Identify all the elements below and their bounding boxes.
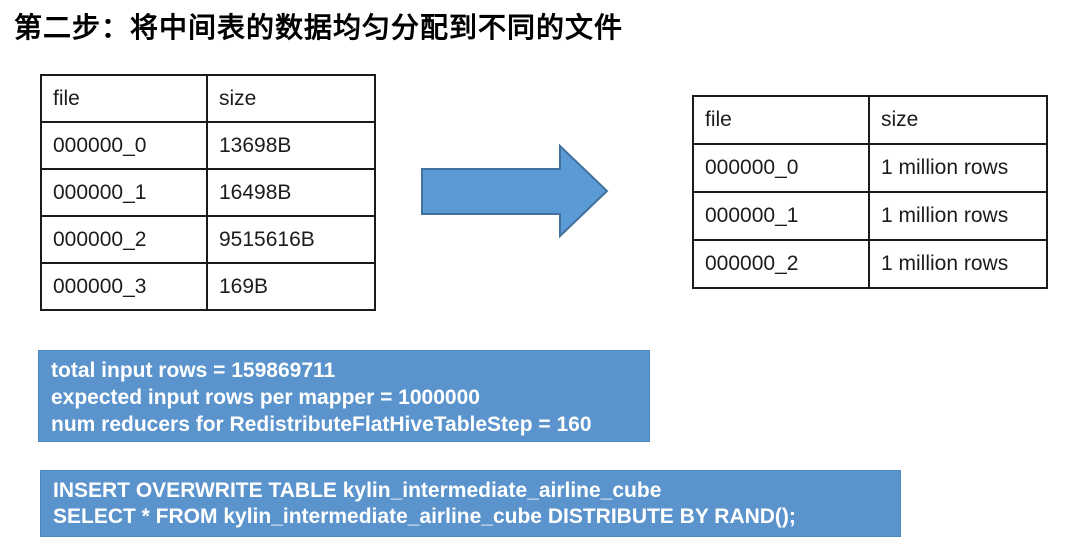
cell-size: 1 million rows: [868, 143, 1048, 193]
sql-line-select: SELECT * FROM kylin_intermediate_airline…: [53, 505, 796, 528]
log-line-num-reducers: num reducers for RedistributeFlatHiveTab…: [51, 413, 592, 436]
log-line-rows-per-mapper: expected input rows per mapper = 1000000: [51, 386, 480, 409]
cell-file: 000000_2: [40, 215, 208, 264]
cell-size: 1 million rows: [868, 191, 1048, 241]
sql-statement-box: INSERT OVERWRITE TABLE kylin_intermediat…: [40, 470, 901, 537]
mapper-log-box: total input rows = 159869711 expected in…: [38, 350, 650, 442]
cell-file: 000000_0: [40, 121, 208, 170]
cell-file: 000000_3: [40, 262, 208, 311]
cell-size: 13698B: [206, 121, 376, 170]
col-header-file: file: [692, 95, 870, 145]
cell-size: 9515616B: [206, 215, 376, 264]
sql-line-insert: INSERT OVERWRITE TABLE kylin_intermediat…: [53, 479, 662, 502]
cell-file: 000000_0: [692, 143, 870, 193]
table-header-row: file size: [40, 74, 376, 123]
log-line-total-rows: total input rows = 159869711: [51, 359, 336, 382]
col-header-file: file: [40, 74, 208, 123]
cell-file: 000000_1: [40, 168, 208, 217]
cell-file: 000000_2: [692, 239, 870, 289]
cell-size: 169B: [206, 262, 376, 311]
col-header-size: size: [206, 74, 376, 123]
slide-title: 第二步：将中间表的数据均匀分配到不同的文件: [14, 12, 624, 43]
right-arrow-icon: [421, 144, 609, 239]
table-header-row: file size: [692, 95, 1048, 145]
cell-file: 000000_1: [692, 191, 870, 241]
col-header-size: size: [868, 95, 1048, 145]
cell-size: 1 million rows: [868, 239, 1048, 289]
cell-size: 16498B: [206, 168, 376, 217]
